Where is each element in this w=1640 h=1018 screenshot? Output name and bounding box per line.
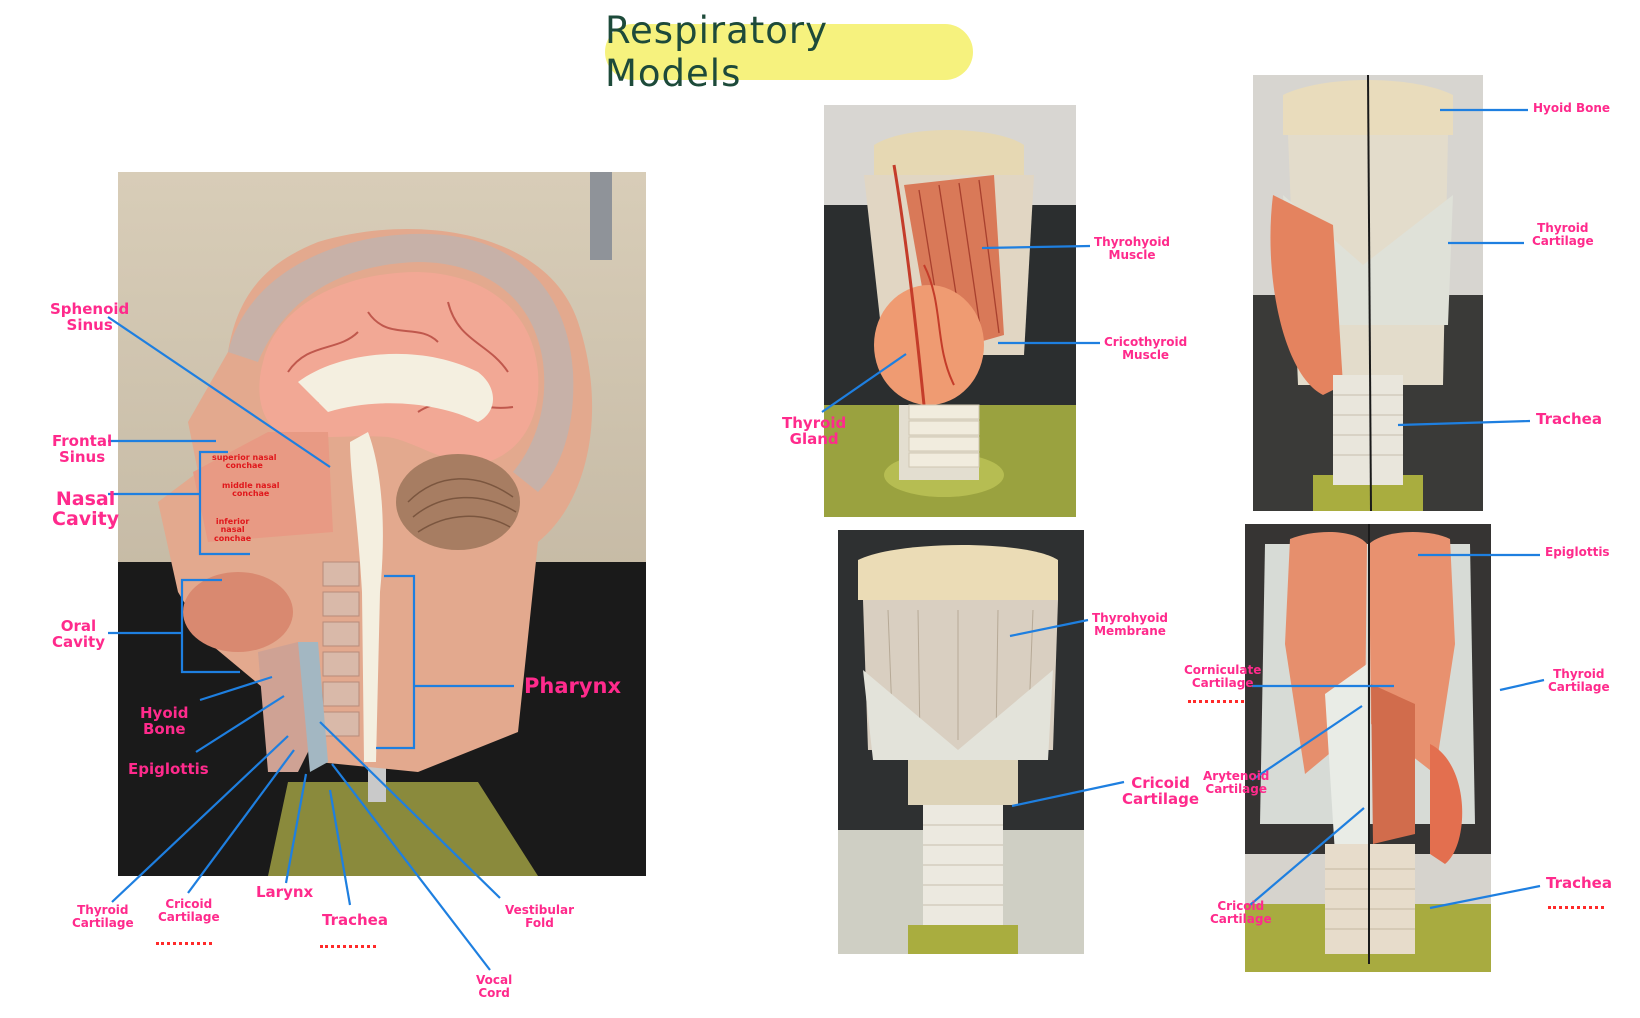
label-cricoid-cartilage-posterior: Cricoid Cartilage bbox=[1210, 899, 1272, 926]
label-vestibular-fold: Vestibular Fold bbox=[505, 903, 575, 930]
label-epiglottis-posterior: Epiglottis bbox=[1545, 545, 1610, 559]
label-oral-cavity: Oral Cavity bbox=[52, 617, 105, 651]
label-middle-conchae: middle nasal conchae bbox=[222, 481, 280, 499]
label-cricoid-cartilage-head: Cricoid Cartilage bbox=[158, 897, 220, 924]
label-superior-conchae: superior nasal conchae bbox=[212, 453, 277, 471]
label-cricoid-cartilage-anterior: Cricoid Cartilage bbox=[1122, 774, 1200, 808]
larynx-anterior-photo bbox=[838, 530, 1084, 954]
label-cricothyroid-muscle: Cricothyroid Muscle bbox=[1104, 335, 1188, 362]
label-epiglottis-head: Epiglottis bbox=[128, 760, 209, 778]
label-hyoid-bone: Hyoid Bone bbox=[140, 704, 189, 738]
label-thyroid-cartilage-head: Thyroid Cartilage bbox=[72, 903, 134, 930]
label-corniculate-cartilage: Corniculate Cartilage bbox=[1184, 663, 1262, 690]
label-trachea-posterior: Trachea bbox=[1546, 874, 1612, 892]
missing-marker bbox=[1188, 700, 1244, 703]
larynx-posterior-photo bbox=[1245, 524, 1491, 972]
label-arytenoid-cartilage: Arytenoid Cartilage bbox=[1203, 769, 1270, 796]
page-title-banner: Respiratory Models bbox=[605, 9, 973, 95]
label-hyoid-bone-model: Hyoid Bone bbox=[1533, 101, 1611, 115]
label-trachea-split: Trachea bbox=[1536, 410, 1602, 428]
label-sphenoid-sinus: Sphenoid Sinus bbox=[50, 300, 130, 334]
label-pharynx: Pharynx bbox=[524, 674, 622, 698]
label-thyrohyoid-membrane: Thyrohyoid Membrane bbox=[1092, 611, 1169, 638]
label-vocal-cord: Vocal Cord bbox=[476, 973, 513, 1000]
label-nasal-cavity: Nasal Cavity bbox=[52, 488, 120, 530]
larynx-lateral-photo bbox=[824, 105, 1076, 517]
missing-marker bbox=[320, 945, 376, 948]
larynx-anterior-split-photo bbox=[1253, 75, 1483, 511]
label-inferior-conchae: inferior nasal conchae bbox=[214, 517, 252, 543]
label-trachea-head: Trachea bbox=[322, 911, 388, 929]
missing-marker bbox=[156, 942, 212, 945]
page-title: Respiratory Models bbox=[605, 9, 828, 95]
label-thyroid-gland: Thyroid Gland bbox=[782, 414, 847, 448]
label-thyrohyoid-muscle: Thyrohyoid Muscle bbox=[1094, 235, 1171, 262]
label-thyroid-cartilage-split: Thyroid Cartilage bbox=[1532, 221, 1594, 248]
label-thyroid-cartilage-posterior: Thyroid Cartilage bbox=[1548, 667, 1610, 694]
label-larynx: Larynx bbox=[256, 883, 314, 901]
missing-marker bbox=[1548, 906, 1604, 909]
label-frontal-sinus: Frontal Sinus bbox=[52, 432, 113, 466]
